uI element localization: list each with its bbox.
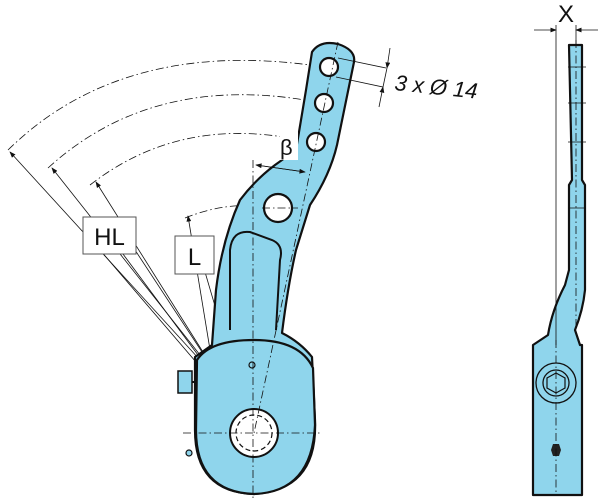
adjuster-nut bbox=[177, 370, 193, 394]
extension-line bbox=[337, 57, 387, 69]
hl-box-frame bbox=[82, 216, 137, 255]
slack-adjuster-front-view bbox=[177, 41, 356, 498]
beta-label: β bbox=[280, 135, 293, 160]
hl-arc-inner bbox=[89, 133, 301, 186]
hl-arc-outer bbox=[7, 60, 311, 151]
dimension-arrow bbox=[378, 86, 385, 108]
grease-nipple bbox=[185, 449, 193, 457]
x-dimension: X bbox=[534, 1, 598, 345]
dimension-line bbox=[382, 67, 388, 88]
l-label-box: L bbox=[174, 235, 215, 275]
hl-leader-inner bbox=[95, 181, 209, 361]
beta-arrow-left bbox=[255, 163, 306, 173]
l-label: L bbox=[188, 244, 201, 271]
x-label: X bbox=[558, 1, 574, 28]
hl-arc-middle bbox=[47, 94, 306, 169]
beta-dimension: β bbox=[255, 128, 306, 174]
dimension-arrow bbox=[385, 47, 391, 69]
hole-diameter-dimension: 3 x Ø 14 bbox=[335, 47, 479, 108]
hl-leader-middle bbox=[51, 167, 205, 361]
extension-line bbox=[335, 76, 384, 88]
hl-label-box: HL bbox=[82, 216, 137, 255]
hl-label: HL bbox=[94, 224, 125, 251]
hole-1 bbox=[318, 56, 340, 78]
side-profile bbox=[531, 43, 587, 497]
arm-centerline bbox=[253, 41, 339, 434]
hole-2 bbox=[313, 92, 335, 114]
slack-adjuster-side-view bbox=[531, 40, 587, 497]
arm-slot bbox=[229, 230, 282, 331]
hole-3 bbox=[305, 131, 327, 153]
beta-label-background bbox=[280, 128, 298, 160]
grease-hole bbox=[248, 361, 256, 369]
l-box-frame bbox=[174, 235, 215, 275]
hole-spec-label: 3 x Ø 14 bbox=[393, 70, 478, 104]
